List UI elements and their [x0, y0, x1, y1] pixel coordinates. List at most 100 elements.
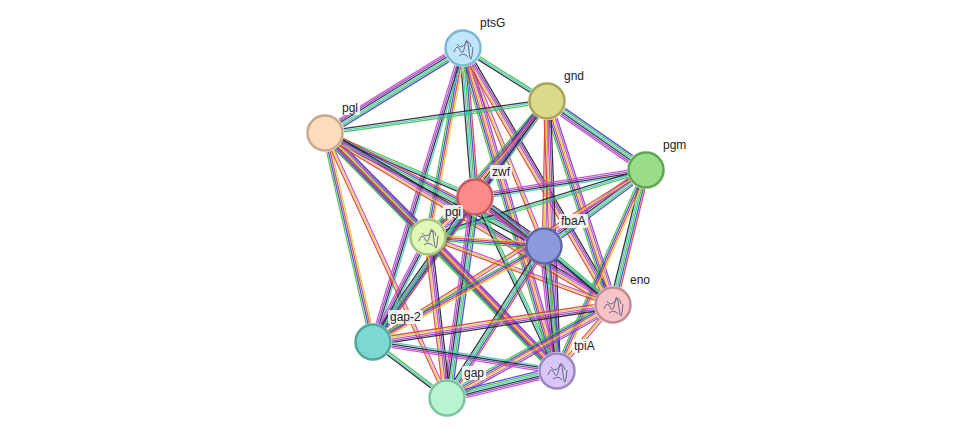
- evidence-line: [430, 256, 445, 379]
- interaction-edge: [427, 255, 448, 379]
- evidence-line: [344, 104, 528, 131]
- evidence-line: [343, 140, 598, 293]
- protein-node: gap-2: [354, 323, 392, 361]
- structure-icon: [548, 363, 567, 382]
- protein-node: gnd: [528, 82, 566, 120]
- evidence-line: [565, 108, 633, 155]
- interaction-edge: [447, 236, 526, 247]
- evidence-line: [563, 111, 631, 158]
- evidence-line: [493, 170, 626, 191]
- node-circle-shape: [530, 84, 565, 119]
- node-label: pgm: [661, 138, 688, 152]
- node-label: eno: [628, 273, 652, 287]
- evidence-line: [344, 102, 528, 129]
- node-label: pgl: [340, 101, 360, 115]
- node-label: gnd: [562, 69, 586, 83]
- evidence-line: [560, 182, 632, 235]
- evidence-line: [439, 114, 533, 221]
- protein-node: ptsG: [444, 29, 482, 67]
- node-circle-shape: [446, 31, 481, 66]
- interaction-edge: [446, 174, 629, 233]
- node-circle: [627, 151, 665, 189]
- evidence-line: [476, 63, 607, 287]
- evidence-line: [618, 188, 642, 286]
- evidence-line: [344, 105, 528, 132]
- node-label: gap: [462, 366, 486, 380]
- structure-icon: [454, 40, 473, 59]
- protein-node: pgl: [306, 114, 344, 152]
- evidence-line: [560, 115, 628, 162]
- node-circle-shape: [356, 325, 391, 360]
- interaction-edge: [387, 352, 433, 388]
- protein-node: gap: [428, 379, 466, 417]
- protein-node: tpiA: [538, 352, 576, 390]
- evidence-line: [392, 344, 538, 367]
- evidence-line: [494, 172, 627, 193]
- evidence-line: [390, 182, 631, 334]
- node-circle: [428, 379, 466, 417]
- evidence-line: [389, 352, 433, 385]
- evidence-line: [560, 257, 600, 291]
- node-circle-shape: [629, 153, 664, 188]
- evidence-line: [327, 152, 366, 324]
- node-circle: [354, 323, 392, 361]
- evidence-line: [444, 248, 547, 355]
- evidence-line: [341, 57, 447, 122]
- evidence-line: [429, 256, 444, 379]
- evidence-line: [381, 211, 461, 325]
- evidence-line: [473, 64, 604, 288]
- protein-node: eno: [594, 286, 632, 324]
- node-label: zwf: [490, 165, 512, 179]
- evidence-line: [488, 211, 596, 296]
- interaction-edge: [560, 108, 633, 162]
- evidence-line: [440, 115, 534, 222]
- node-circle-shape: [540, 354, 575, 389]
- evidence-line: [388, 353, 432, 386]
- evidence-line: [571, 321, 602, 358]
- node-label: pgi: [443, 205, 463, 219]
- interaction-edge: [557, 257, 599, 294]
- node-circle-shape: [411, 220, 446, 255]
- node-circle: [306, 114, 344, 152]
- evidence-line: [392, 342, 538, 365]
- node-circle: [409, 218, 447, 256]
- structure-icon: [604, 297, 623, 316]
- node-circle-shape: [308, 116, 343, 151]
- node-label: ptsG: [478, 16, 507, 30]
- protein-node: pgm: [627, 151, 665, 189]
- evidence-line: [439, 252, 542, 359]
- node-circle: [525, 227, 563, 265]
- evidence-line: [466, 378, 539, 396]
- node-label: fbaA: [559, 214, 588, 228]
- evidence-line: [383, 212, 463, 326]
- evidence-line: [564, 110, 632, 157]
- node-circle: [594, 286, 632, 324]
- node-circle-shape: [596, 288, 631, 323]
- evidence-line: [466, 380, 539, 398]
- protein-node: fbaA: [525, 227, 563, 265]
- evidence-line: [427, 256, 442, 379]
- node-circle: [444, 29, 482, 67]
- evidence-line: [558, 258, 598, 292]
- evidence-line: [387, 355, 431, 388]
- evidence-line: [561, 114, 629, 161]
- node-circle-shape: [527, 229, 562, 264]
- evidence-line: [557, 260, 597, 294]
- node-circle: [528, 82, 566, 120]
- node-circle: [538, 352, 576, 390]
- structure-icon: [419, 229, 438, 248]
- node-label: tpiA: [572, 339, 597, 353]
- evidence-line: [474, 64, 605, 288]
- evidence-line: [388, 253, 526, 330]
- evidence-line: [562, 113, 630, 160]
- node-label: gap-2: [388, 310, 423, 324]
- evidence-line: [332, 151, 371, 323]
- evidence-line: [384, 213, 464, 327]
- node-circle-shape: [430, 381, 465, 416]
- evidence-line: [340, 56, 446, 121]
- evidence-line: [339, 54, 445, 119]
- interaction-edge: [344, 102, 529, 132]
- protein-node: pgi: [409, 218, 447, 256]
